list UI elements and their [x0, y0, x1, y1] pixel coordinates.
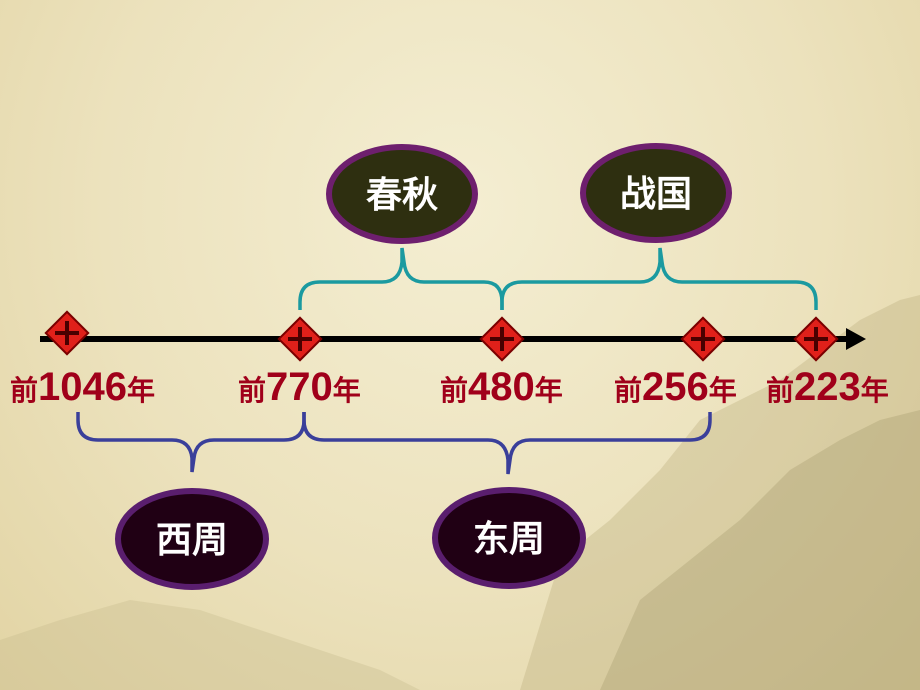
year-label-223: 前223年 — [766, 365, 889, 409]
marker-223 — [793, 316, 839, 362]
era-dongzhou-label: 东周 — [473, 518, 545, 560]
timeline-arrowhead — [846, 328, 866, 350]
xizhou-brace — [76, 412, 306, 473]
era-xizhou: 西周 — [115, 488, 269, 590]
chunqiu-brace — [298, 247, 504, 310]
era-zhanguo-label: 战国 — [620, 173, 692, 215]
marker-770 — [277, 316, 323, 362]
era-chunqiu: 春秋 — [326, 144, 478, 244]
mountain-scenery — [0, 295, 920, 690]
era-xizhou-label: 西周 — [156, 519, 228, 561]
era-chunqiu-label: 春秋 — [366, 174, 438, 216]
year-label-1046: 前1046年 — [10, 365, 155, 409]
era-zhanguo: 战国 — [580, 143, 732, 243]
era-dongzhou: 东周 — [432, 487, 586, 589]
marker-1046 — [44, 310, 90, 356]
dongzhou-brace — [302, 412, 712, 475]
year-label-770: 前770年 — [238, 365, 361, 409]
zhanguo-brace — [500, 247, 818, 310]
marker-480 — [479, 316, 525, 362]
marker-256 — [680, 316, 726, 362]
year-label-480: 前480年 — [440, 365, 563, 409]
year-label-256: 前256年 — [614, 365, 737, 409]
